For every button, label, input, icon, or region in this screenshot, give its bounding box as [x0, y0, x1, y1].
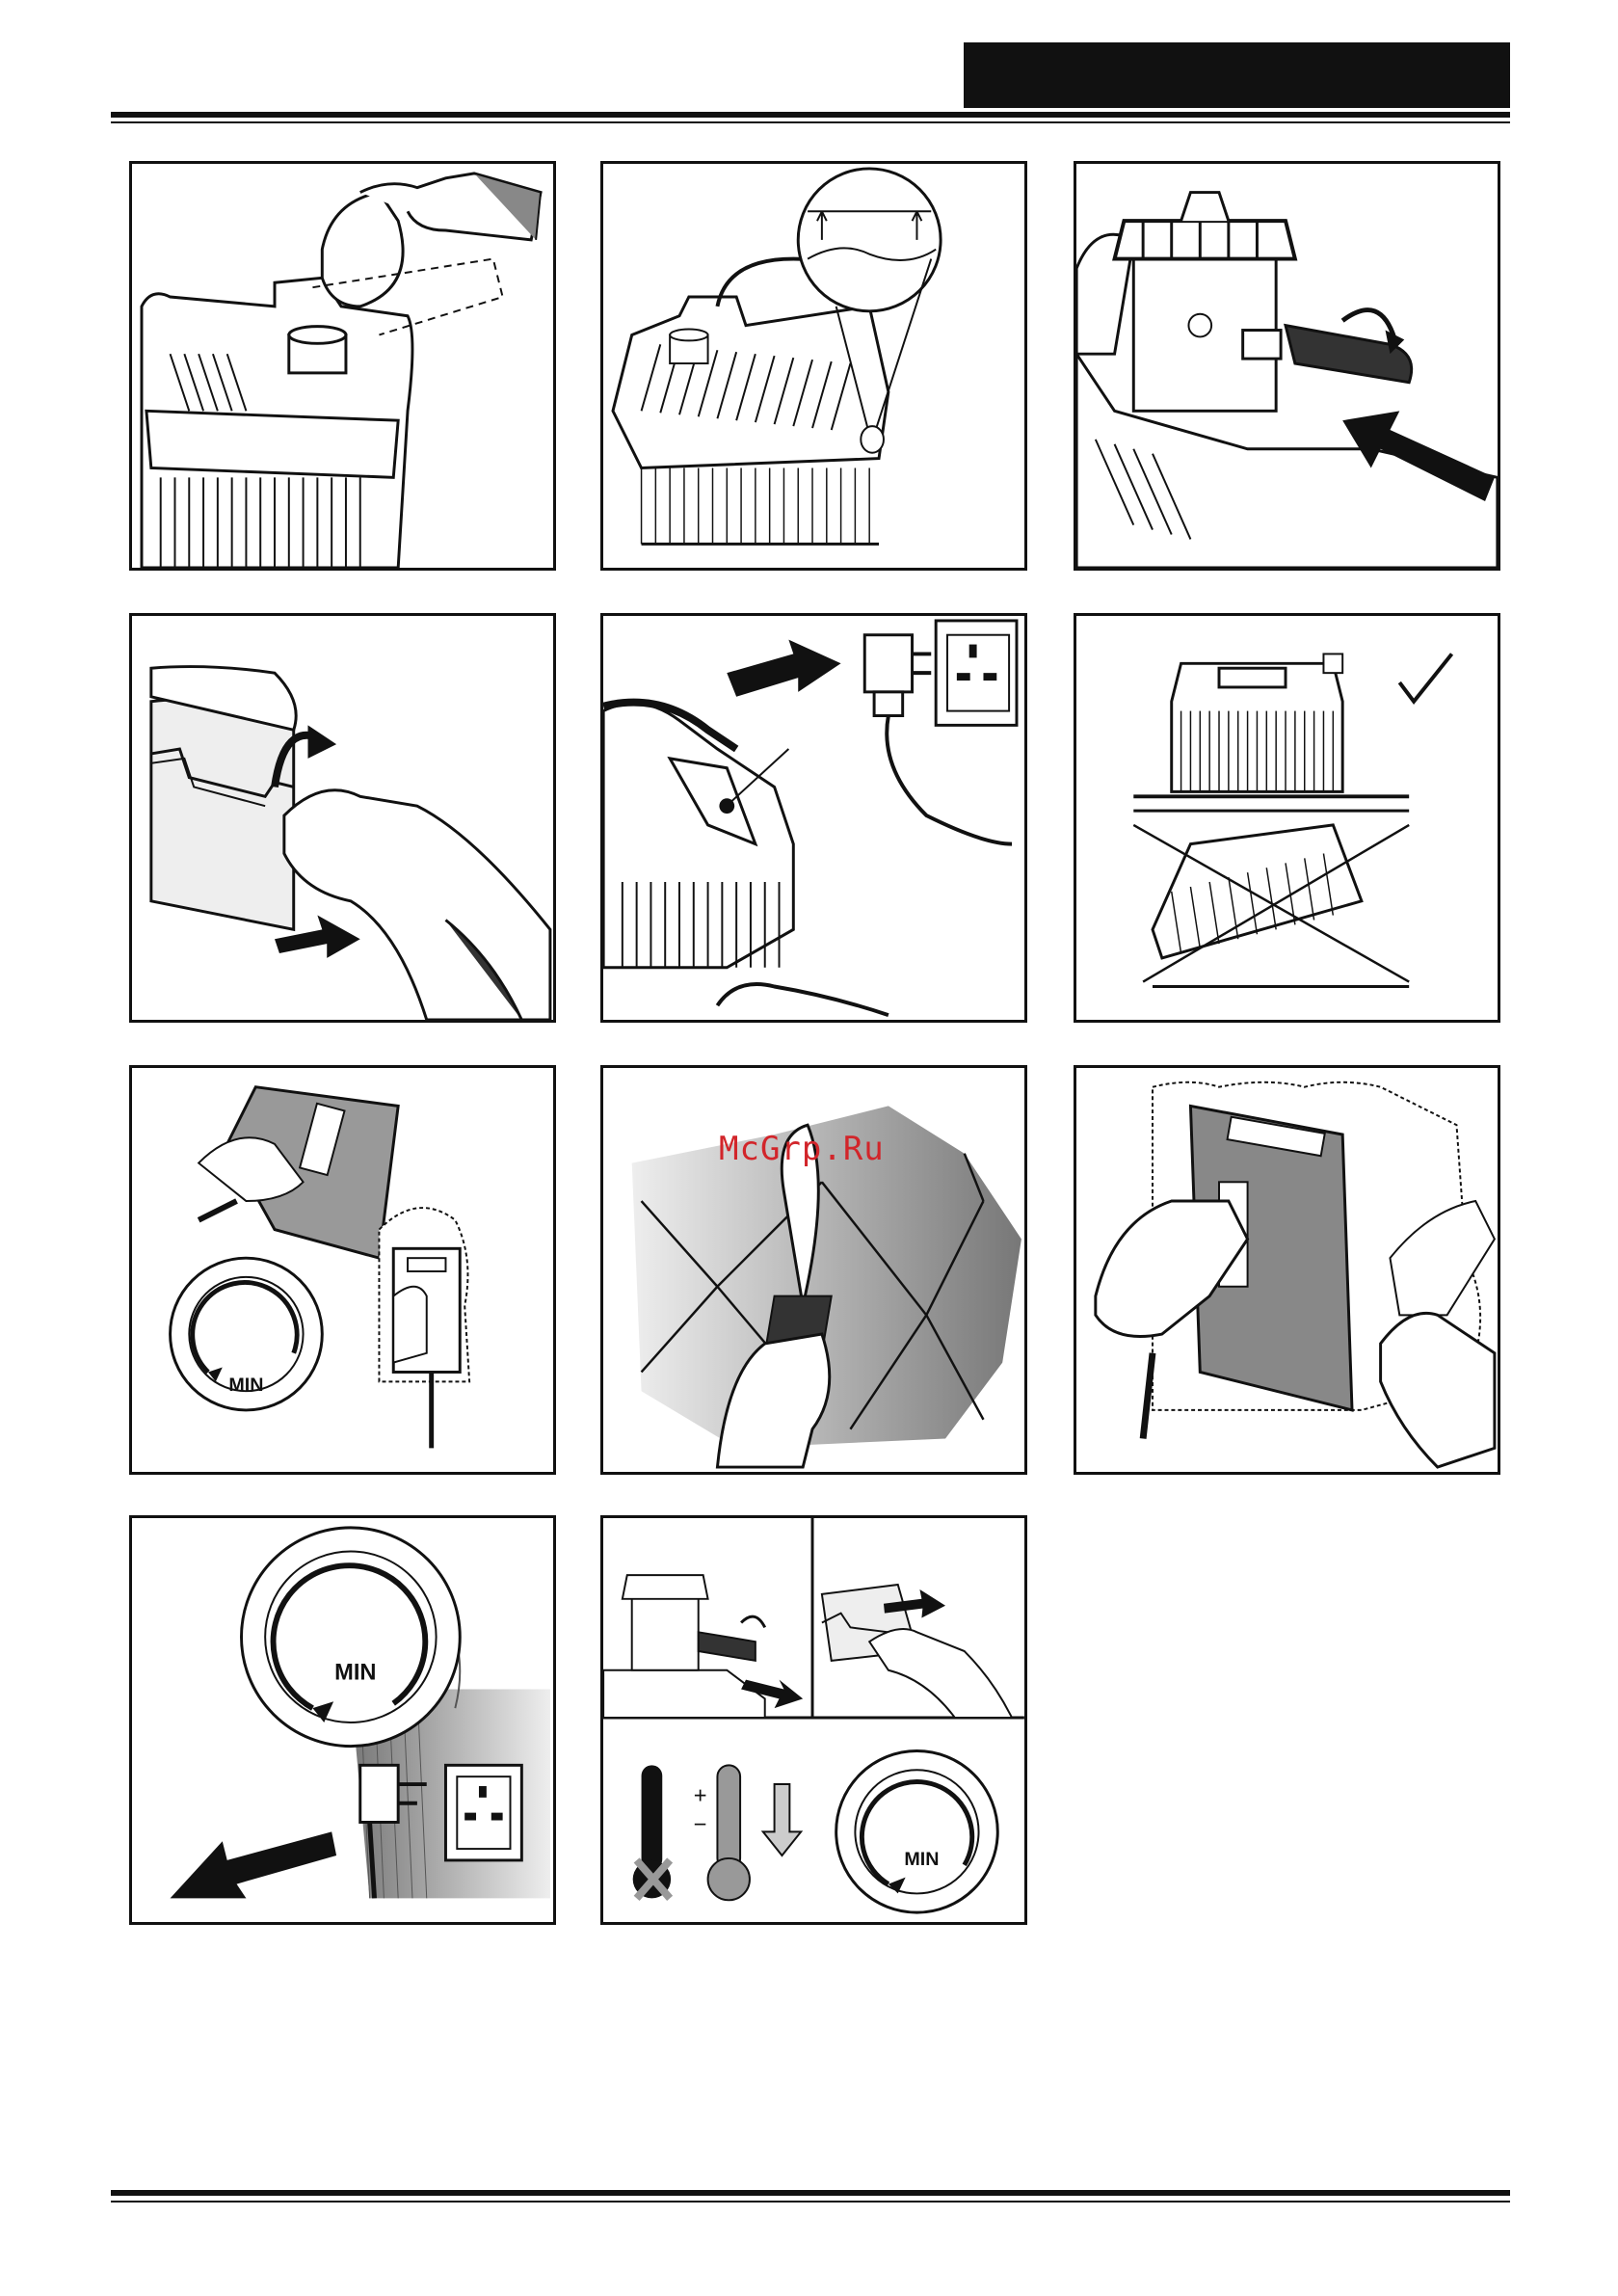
bottom-rule-thin	[111, 2201, 1510, 2203]
minus-sign: −	[694, 1812, 707, 1837]
bottom-rule	[111, 2190, 1510, 2196]
steam-plate-min-illustration: MIN	[132, 1068, 553, 1472]
plug-in-illustration	[603, 616, 1024, 1020]
figure-insert-cloth	[129, 613, 556, 1023]
figure-water-level	[600, 161, 1027, 571]
finish-composite-illustration: + − MIN	[603, 1518, 1024, 1922]
watermark: McGrp.Ru	[719, 1130, 885, 1168]
dial-min-label: MIN	[904, 1849, 939, 1870]
unplug-illustration: MIN	[132, 1518, 553, 1922]
top-rule	[111, 112, 1510, 118]
header-tab-bar	[964, 42, 1510, 108]
figure-steam-remove	[1074, 1065, 1500, 1475]
figure-level-surface	[1074, 613, 1500, 1023]
figure-attach-hose	[1074, 161, 1500, 571]
dial-min-label: MIN	[228, 1375, 263, 1396]
figure-plug-in	[600, 613, 1027, 1023]
figure-steam-plate-min: MIN	[129, 1065, 556, 1475]
figure-scrape-tile	[600, 1065, 1027, 1475]
dial-min-label: MIN	[334, 1661, 376, 1686]
figure-fill-water	[129, 161, 556, 571]
fill-water-illustration	[132, 164, 553, 568]
plus-sign: +	[694, 1784, 707, 1809]
level-surface-illustration	[1076, 616, 1498, 1020]
steam-remove-illustration	[1076, 1068, 1498, 1472]
scrape-tile-illustration	[603, 1068, 1024, 1472]
top-rule-thin	[111, 121, 1510, 123]
figure-finish-composite: + − MIN	[600, 1515, 1027, 1925]
insert-cloth-illustration	[132, 616, 553, 1020]
attach-hose-illustration	[1076, 164, 1498, 568]
water-level-illustration	[603, 164, 1024, 568]
figure-unplug: MIN	[129, 1515, 556, 1925]
